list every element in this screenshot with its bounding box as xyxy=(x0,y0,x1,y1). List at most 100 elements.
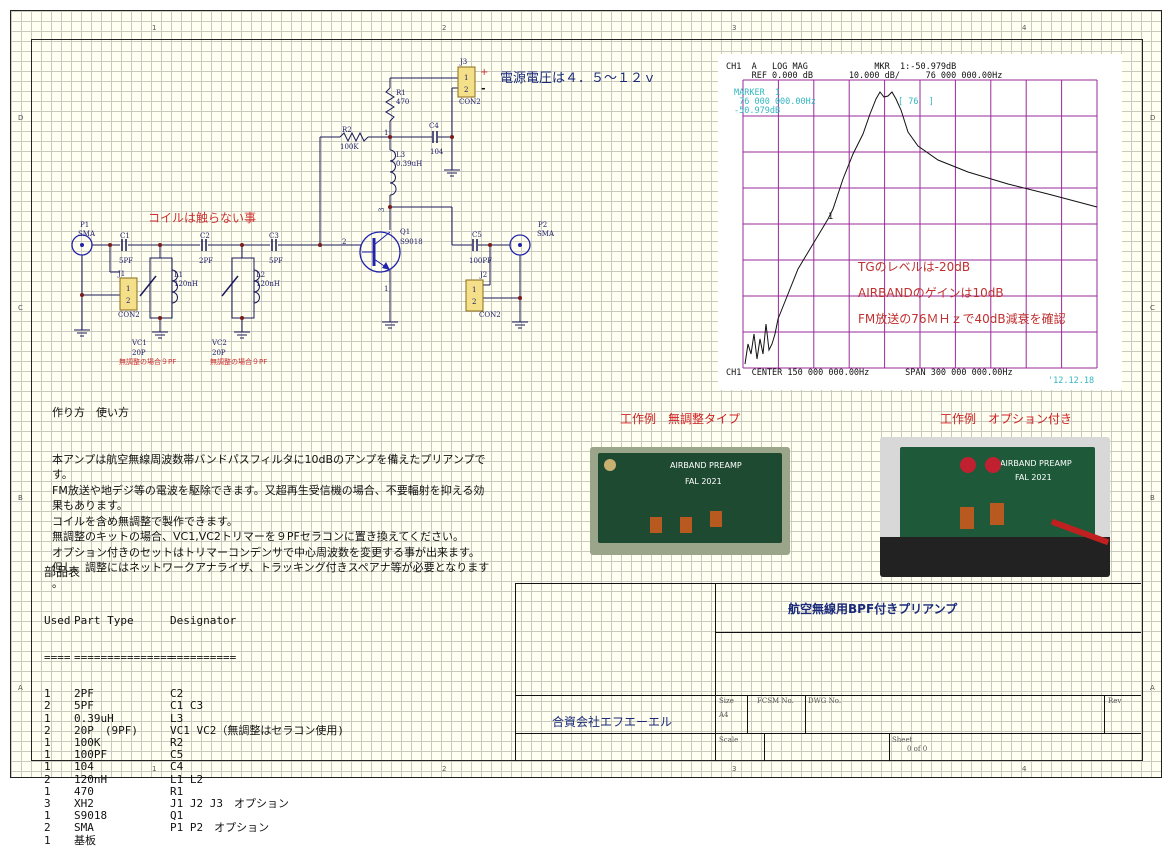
part-type-cell: 5PF xyxy=(74,699,94,713)
l3-value: 0.39uH xyxy=(396,160,422,168)
notes-line: 果もあります。 xyxy=(52,499,128,512)
p1-type: SMA xyxy=(78,230,96,238)
size-label: Size xyxy=(719,697,734,705)
header-part-type: Part Type xyxy=(74,614,134,628)
marker-value: -50.979dB xyxy=(734,106,781,116)
analyzer-notes: TGのレベルは-20dB AIRBANDのゲインは10dB FM放送の76ＭＨｚ… xyxy=(858,254,1066,332)
j1-label: J1 xyxy=(117,270,125,278)
zone-top-1: 1 xyxy=(152,24,157,32)
p2-label: P2 xyxy=(538,221,547,229)
zone-left-a: A xyxy=(18,684,23,692)
notes-line: 但し、調整にはネットワークアナライザ、トラッキング付きスペアナ等が必要となります xyxy=(52,561,490,574)
zone-right-a: A xyxy=(1150,684,1155,692)
l3-label: L3 xyxy=(396,151,405,159)
vc1-note: 無調整の場合９PF xyxy=(119,357,176,366)
marker-tag: [ 76 ] xyxy=(898,97,934,107)
analyzer-note: AIRBANDのゲインは10dB xyxy=(858,286,1004,300)
notes-line: FM放送や地デジ等の電波を駆除できます。又超再生受信機の場合、不要輻射を抑える効 xyxy=(52,483,485,497)
p2-type: SMA xyxy=(537,230,555,238)
part-type-cell: SMA xyxy=(74,821,94,835)
scale-label: Scale xyxy=(719,736,739,744)
l1-label: L1 xyxy=(174,271,183,279)
zone-bottom-2: 2 xyxy=(442,765,447,773)
l2-label: L2 xyxy=(256,271,265,279)
qty-cell: 1 xyxy=(44,748,51,762)
q1-emitter-pin: 1 xyxy=(384,285,388,293)
analyzer-date: '12.12.18 xyxy=(1048,376,1095,386)
c4-label: C4 xyxy=(429,122,439,130)
part-type-cell: 100PF xyxy=(74,748,108,762)
pin-label: 1 xyxy=(126,285,130,293)
analyzer-graph xyxy=(742,79,1098,369)
l2-value: 120nH xyxy=(256,280,280,288)
zone-left-d: D xyxy=(18,114,24,122)
c1-label: C1 xyxy=(120,232,130,240)
vc2-label: VC2 xyxy=(211,339,227,347)
qty-cell: 1 xyxy=(44,711,51,725)
zone-top-3: 3 xyxy=(732,24,737,32)
photo-caption-left: 工作例 無調整タイプ xyxy=(620,412,741,426)
c3-value: 5PF xyxy=(269,257,283,265)
r1-label: R1 xyxy=(396,89,406,97)
c2-label: C2 xyxy=(200,232,210,240)
q1-label: Q1 xyxy=(400,228,410,236)
designator-cell: Q1 xyxy=(170,809,184,823)
qty-cell: 2 xyxy=(44,723,51,737)
part-type-cell: XH2 xyxy=(74,797,94,811)
analyzer-header-1: CH1 A LOG MAG MKR 1:-50.979dB xyxy=(726,62,957,72)
part-type-cell: S9018 xyxy=(74,809,108,823)
zone-right-d: D xyxy=(1150,114,1156,122)
vc2-value: 20P xyxy=(212,349,226,357)
q1-value: S9018 xyxy=(400,238,423,246)
parts-list-title: 部品表 xyxy=(44,565,81,580)
vc2-note: 無調整の場合９PF xyxy=(210,357,267,366)
vc1-value: 20P xyxy=(132,349,146,357)
header-used: Used xyxy=(44,614,71,628)
part-type-cell: 120nH xyxy=(74,772,108,786)
minus-sign: - xyxy=(481,82,486,95)
supply-voltage-note: 電源電圧は４．５～１２ｖ xyxy=(500,71,656,86)
notes-line: す。 xyxy=(52,468,73,481)
fcsm-label: FCSM No. xyxy=(757,697,794,705)
zone-right-b: B xyxy=(1150,494,1155,502)
part-type-cell: 104 xyxy=(74,760,94,774)
q1-base-pin: 2 xyxy=(342,238,346,246)
c4-value: 104 xyxy=(430,148,444,156)
zone-bottom-4: 4 xyxy=(1022,765,1027,773)
pcb-label: AIRBAND PREAMP xyxy=(670,461,742,470)
separator: =============== xyxy=(74,650,174,664)
part-type-cell: 100K xyxy=(74,736,101,750)
schematic: 1 2 1 2 1 2 P1 SMA P2 SMA C1 5PF C2 2PF … xyxy=(71,58,656,366)
dwg-label: DWG No. xyxy=(808,697,842,705)
separator: ========== xyxy=(170,650,237,664)
j1-type: CON2 xyxy=(118,311,140,319)
part-type-cell: 0.39uH xyxy=(74,711,114,725)
qty-cell: 2 xyxy=(44,772,51,786)
j2-label: J2 xyxy=(479,271,487,279)
pin-label: 1 xyxy=(472,286,476,294)
photo-caption-right: 工作例 オプション付き xyxy=(940,412,1073,426)
designator-cell: J1 J2 J3 オプション xyxy=(170,797,289,811)
sheet-value: 0 of 0 xyxy=(907,745,928,753)
pin-label: 2 xyxy=(472,298,476,306)
pin-label: 2 xyxy=(126,297,130,305)
notes-title: 作り方 使い方 xyxy=(52,406,129,419)
sheet-label: Sheet xyxy=(892,736,913,744)
qty-cell: 1 xyxy=(44,736,51,750)
pin-label: 1 xyxy=(464,74,468,82)
j2-connector xyxy=(465,279,484,312)
notes-line: 無調整のキットの場合、VC1,VC2トリマーを９PFセラコンに置き換えてください… xyxy=(52,530,464,543)
l1-value: 120nH xyxy=(174,280,198,288)
coil-warning: コイルは触らない事 xyxy=(148,211,256,225)
qty-cell: 2 xyxy=(44,699,51,713)
marker-frequency: 76 000 000.00Hz xyxy=(734,97,816,107)
photo-option-type: AIRBAND PREAMP FAL 2021 xyxy=(880,437,1110,577)
size-value: A4 xyxy=(719,711,729,719)
designator-cell: R2 xyxy=(170,736,184,750)
qty-cell: 1 xyxy=(44,784,51,798)
